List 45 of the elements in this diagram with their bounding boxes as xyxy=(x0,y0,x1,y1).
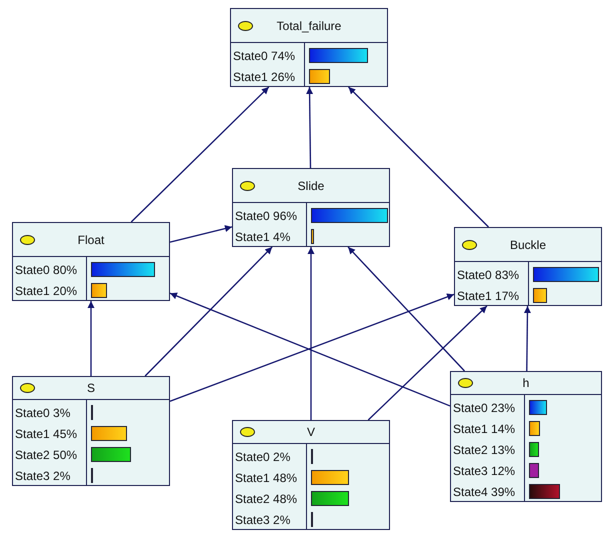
arrow xyxy=(348,86,489,228)
arrow xyxy=(308,247,314,420)
arrow xyxy=(144,246,273,376)
state-label: State0 2% xyxy=(234,450,292,464)
state-label: State1 20% xyxy=(14,284,78,298)
node-title: S xyxy=(86,381,95,395)
node-box xyxy=(12,222,170,301)
state-label: State0 83% xyxy=(456,268,520,282)
state-label: State0 80% xyxy=(14,262,78,276)
arrow xyxy=(524,306,531,371)
node-box xyxy=(232,420,390,530)
state-label: State0 74% xyxy=(232,48,296,62)
state-label: State1 48% xyxy=(234,470,298,484)
state-label: State1 14% xyxy=(452,422,516,436)
state-label: State3 2% xyxy=(14,468,72,482)
state-label: State2 50% xyxy=(14,448,78,462)
node-title: h xyxy=(522,376,530,390)
state-label: State0 3% xyxy=(14,406,72,420)
arrow xyxy=(170,225,232,243)
state-label: State3 12% xyxy=(452,464,516,478)
node-box xyxy=(12,376,170,486)
state-label: State2 13% xyxy=(452,442,516,456)
arrow xyxy=(130,86,270,222)
node-box xyxy=(450,371,602,502)
node-title: Float xyxy=(78,232,104,246)
state-label: State3 2% xyxy=(234,512,292,526)
state-label: State0 23% xyxy=(452,400,516,414)
state-label: State1 4% xyxy=(234,230,292,244)
node-title: Total_failure xyxy=(276,18,342,32)
arrow xyxy=(306,87,314,168)
state-label: State2 48% xyxy=(234,492,298,506)
state-label: State1 17% xyxy=(456,288,520,302)
arrow xyxy=(88,301,94,376)
state-label: State1 45% xyxy=(14,426,78,440)
arrow xyxy=(348,246,465,372)
state-label: State4 39% xyxy=(452,484,516,498)
node-title: Buckle xyxy=(510,238,546,252)
node-box xyxy=(230,8,388,87)
state-label: State0 96% xyxy=(234,208,298,222)
node-box xyxy=(232,168,390,247)
state-label: State1 26% xyxy=(232,70,296,84)
arrow xyxy=(368,306,488,420)
node-title: V xyxy=(306,425,315,439)
node-title: Slide xyxy=(298,178,324,192)
node-box xyxy=(454,227,602,306)
